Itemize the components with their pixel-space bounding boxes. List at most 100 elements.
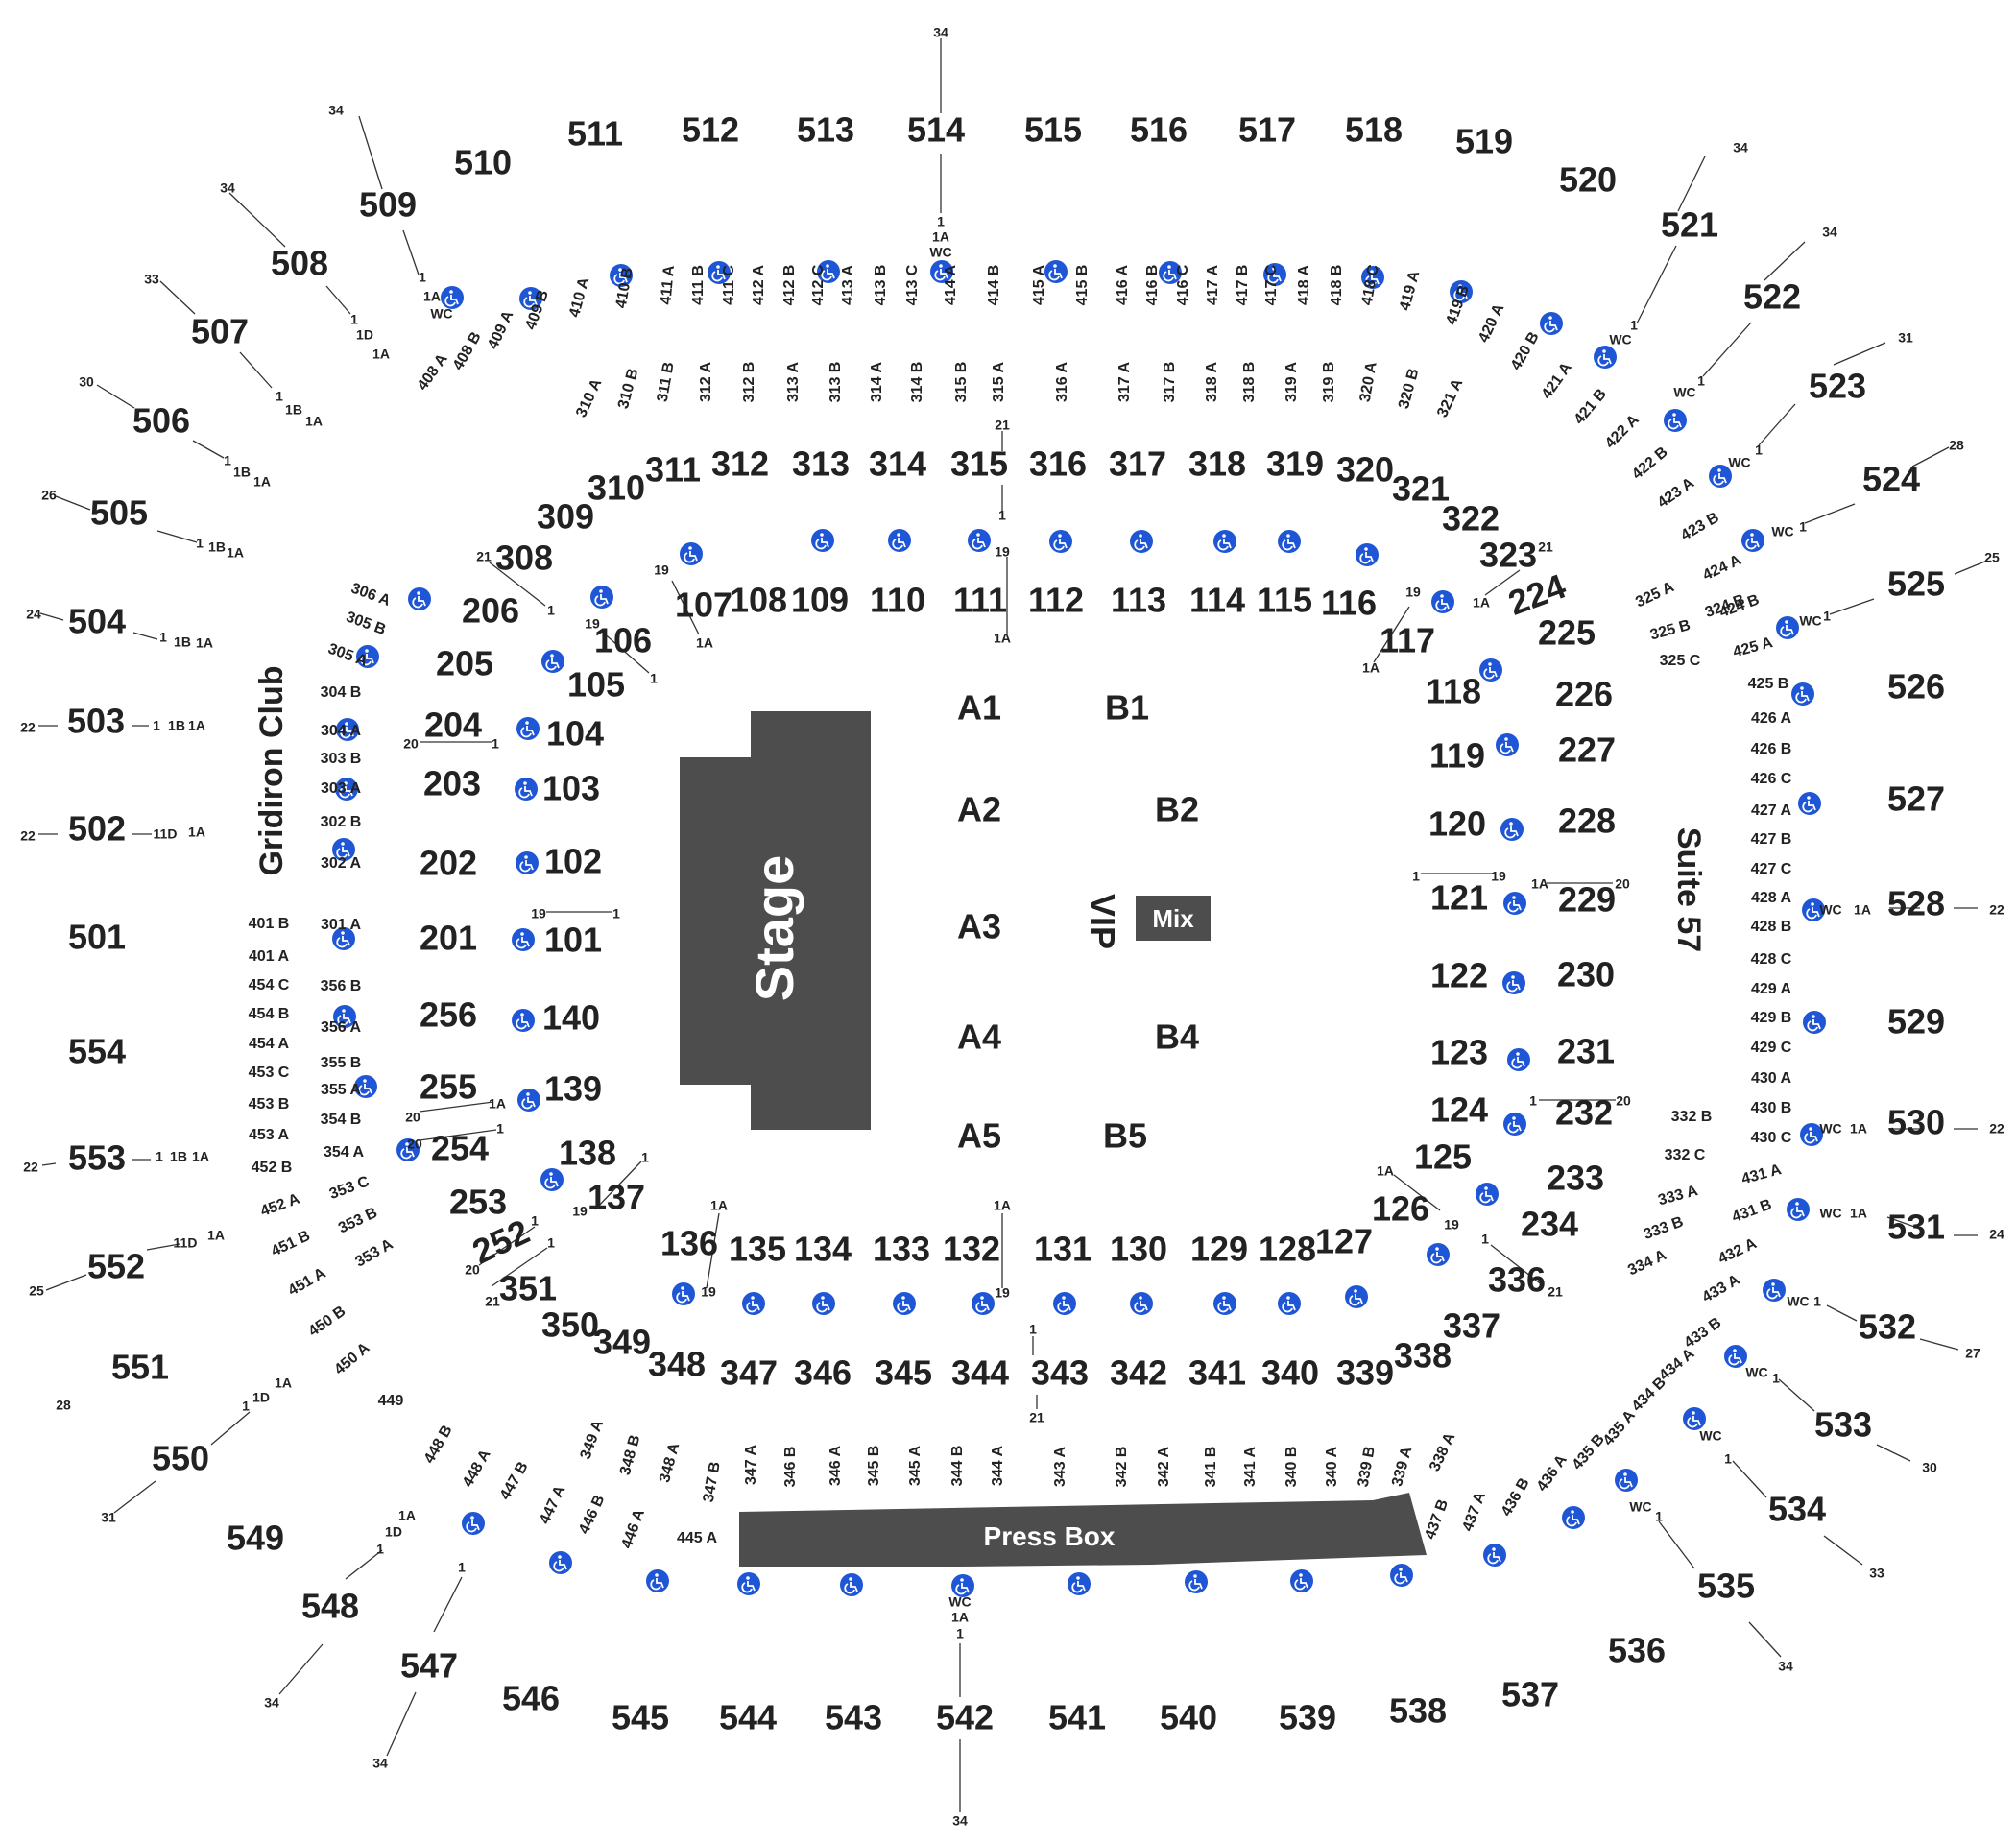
suite-box-321-a[interactable]: 321 A <box>1434 376 1466 420</box>
suite-box-411-b[interactable]: 411 B <box>690 265 707 305</box>
section-317[interactable]: 317 <box>1109 444 1166 484</box>
suite-box-303-a[interactable]: 303 A <box>321 780 362 797</box>
suite-box-429-c[interactable]: 429 C <box>1751 1040 1792 1056</box>
section-313[interactable]: 313 <box>792 444 850 484</box>
suite-box-450-b[interactable]: 450 B <box>305 1304 348 1340</box>
suite-box-333-a[interactable]: 333 A <box>1656 1183 1700 1209</box>
section-520[interactable]: 520 <box>1559 160 1617 200</box>
suite-box-408-a[interactable]: 408 A <box>415 350 451 394</box>
floor-section-a1[interactable]: A1 <box>957 688 1001 728</box>
section-523[interactable]: 523 <box>1809 367 1866 406</box>
suite-box-429-a[interactable]: 429 A <box>1751 981 1792 997</box>
section-318[interactable]: 318 <box>1188 444 1246 484</box>
suite-box-410-a[interactable]: 410 A <box>566 275 592 320</box>
suite-box-339-a[interactable]: 339 A <box>1389 1445 1415 1489</box>
suite-box-433-b[interactable]: 433 B <box>1681 1315 1724 1352</box>
section-120[interactable]: 120 <box>1428 804 1486 844</box>
suite-box-347-b[interactable]: 347 B <box>701 1460 724 1503</box>
section-311[interactable]: 311 <box>645 450 701 490</box>
suite-box-355-a[interactable]: 355 A <box>321 1082 362 1098</box>
suite-box-340-b[interactable]: 340 B <box>1284 1447 1300 1488</box>
floor-section-b1[interactable]: B1 <box>1105 688 1149 728</box>
suite-box-437-a[interactable]: 437 A <box>1460 1490 1490 1534</box>
suite-box-413-b[interactable]: 413 B <box>873 265 889 306</box>
section-112[interactable]: 112 <box>1028 581 1084 620</box>
suite-box-426-a[interactable]: 426 A <box>1751 710 1792 727</box>
section-542[interactable]: 542 <box>936 1698 994 1737</box>
suite-box-422-b[interactable]: 422 B <box>1629 444 1671 483</box>
section-321[interactable]: 321 <box>1392 469 1450 509</box>
section-115[interactable]: 115 <box>1257 581 1312 620</box>
section-111[interactable]: 111 <box>953 581 1007 620</box>
section-126[interactable]: 126 <box>1372 1189 1429 1229</box>
section-530[interactable]: 530 <box>1887 1103 1945 1142</box>
suite-box-353-b[interactable]: 353 B <box>336 1205 380 1236</box>
section-323[interactable]: 323 <box>1479 536 1537 575</box>
suite-box-320-a[interactable]: 320 A <box>1357 360 1380 403</box>
suite-box-341-b[interactable]: 341 B <box>1203 1447 1219 1488</box>
section-532[interactable]: 532 <box>1859 1307 1916 1347</box>
suite-box-344-a[interactable]: 344 A <box>990 1446 1006 1487</box>
section-536[interactable]: 536 <box>1608 1631 1666 1670</box>
suite-box-422-a[interactable]: 422 A <box>1602 412 1643 452</box>
section-128[interactable]: 128 <box>1259 1230 1316 1269</box>
suite-box-420-a[interactable]: 420 A <box>1476 301 1507 346</box>
suite-box-343-a[interactable]: 343 A <box>1052 1447 1068 1488</box>
suite-box-454-b[interactable]: 454 B <box>249 1006 290 1022</box>
section-129[interactable]: 129 <box>1190 1230 1248 1269</box>
section-526[interactable]: 526 <box>1887 667 1945 706</box>
section-336[interactable]: 336 <box>1488 1260 1546 1300</box>
suite-box-426-b[interactable]: 426 B <box>1751 741 1792 757</box>
section-342[interactable]: 342 <box>1110 1353 1167 1393</box>
section-134[interactable]: 134 <box>794 1230 852 1269</box>
section-227[interactable]: 227 <box>1558 730 1616 770</box>
section-114[interactable]: 114 <box>1189 581 1245 620</box>
section-228[interactable]: 228 <box>1558 802 1616 841</box>
suite-box-434-a[interactable]: 434 A <box>1656 1345 1698 1383</box>
section-231[interactable]: 231 <box>1557 1032 1615 1071</box>
suite-box-312-b[interactable]: 312 B <box>741 362 757 403</box>
suite-box-354-a[interactable]: 354 A <box>324 1144 365 1161</box>
suite-box-427-b[interactable]: 427 B <box>1751 831 1792 848</box>
suite-box-302-b[interactable]: 302 B <box>321 814 362 830</box>
section-348[interactable]: 348 <box>648 1345 706 1384</box>
suite-box-417-b[interactable]: 417 B <box>1235 265 1251 306</box>
suite-box-332-c[interactable]: 332 C <box>1665 1147 1706 1163</box>
section-255[interactable]: 255 <box>420 1067 477 1107</box>
section-140[interactable]: 140 <box>542 998 600 1038</box>
suite-box-423-a[interactable]: 423 A <box>1655 474 1698 511</box>
section-543[interactable]: 543 <box>825 1698 882 1737</box>
section-514[interactable]: 514 <box>907 110 965 150</box>
section-105[interactable]: 105 <box>567 665 625 705</box>
floor-section-a5[interactable]: A5 <box>957 1116 1001 1156</box>
suite-box-338-a[interactable]: 338 A <box>1427 1430 1458 1474</box>
section-104[interactable]: 104 <box>546 714 604 754</box>
section-525[interactable]: 525 <box>1887 564 1945 604</box>
suite-box-436-b[interactable]: 436 B <box>1499 1475 1533 1519</box>
suite-box-432-a[interactable]: 432 A <box>1716 1235 1760 1267</box>
section-554[interactable]: 554 <box>68 1032 126 1071</box>
section-517[interactable]: 517 <box>1238 110 1296 150</box>
section-524[interactable]: 524 <box>1862 460 1920 499</box>
section-206[interactable]: 206 <box>462 591 519 631</box>
suite-box-339-b[interactable]: 339 B <box>1356 1445 1379 1488</box>
section-537[interactable]: 537 <box>1501 1675 1559 1714</box>
suite-box-454-a[interactable]: 454 A <box>249 1036 290 1052</box>
section-119[interactable]: 119 <box>1429 736 1485 776</box>
section-229[interactable]: 229 <box>1558 880 1616 920</box>
section-118[interactable]: 118 <box>1426 672 1481 711</box>
suite-box-317-b[interactable]: 317 B <box>1162 362 1178 403</box>
section-511[interactable]: 511 <box>567 114 623 154</box>
suite-box-353-a[interactable]: 353 A <box>352 1236 396 1271</box>
suite-box-413-a[interactable]: 413 A <box>840 265 856 306</box>
section-133[interactable]: 133 <box>873 1230 930 1269</box>
section-234[interactable]: 234 <box>1521 1205 1578 1244</box>
suite-box-437-b[interactable]: 437 B <box>1422 1497 1452 1542</box>
section-124[interactable]: 124 <box>1430 1090 1488 1130</box>
section-226[interactable]: 226 <box>1555 675 1613 714</box>
section-319[interactable]: 319 <box>1266 444 1324 484</box>
section-316[interactable]: 316 <box>1029 444 1087 484</box>
section-528[interactable]: 528 <box>1887 884 1945 923</box>
suite-box-340-a[interactable]: 340 A <box>1324 1447 1340 1488</box>
section-538[interactable]: 538 <box>1389 1691 1447 1731</box>
